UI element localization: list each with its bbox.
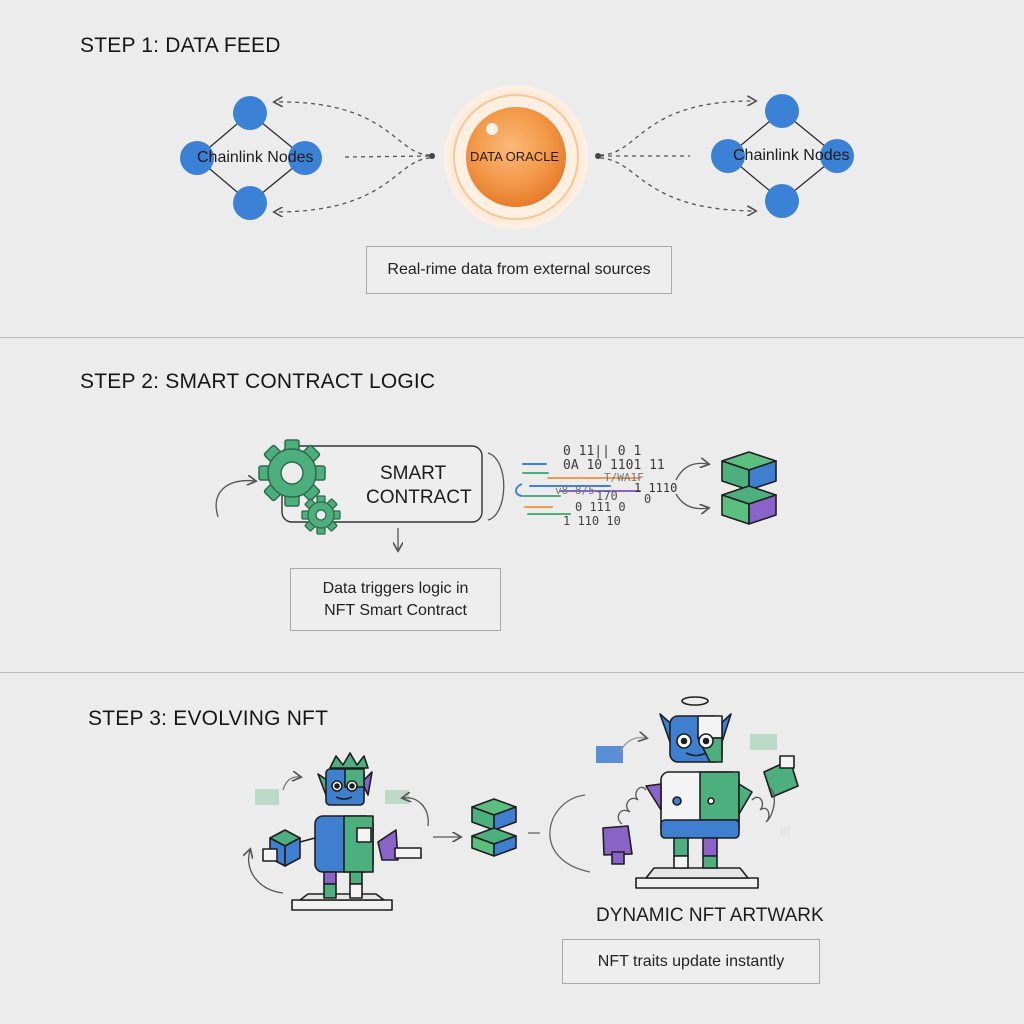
- code-line-5: 1 1110: [634, 481, 678, 495]
- code-line-3: T/WA1F: [604, 471, 644, 484]
- code-line-2: 0A 10 1101 11: [563, 458, 665, 473]
- code-line-7: 0: [644, 492, 652, 506]
- contract-label-line-1: SMART: [380, 463, 447, 484]
- right-node-right: [820, 139, 854, 173]
- robot-after-icon: [602, 696, 799, 889]
- left-node-left: [180, 141, 214, 175]
- code-line-6: 170: [596, 489, 618, 503]
- nft-block-icon: [721, 451, 777, 525]
- code-stream: [522, 463, 641, 515]
- data-feed-diagram: [180, 85, 854, 229]
- divider-2: [0, 672, 1024, 673]
- step-2-caption-line-1: Data triggers logic in: [322, 579, 469, 597]
- right-nodes-label: Chainlink Nodes: [733, 147, 850, 164]
- right-node-top: [765, 94, 799, 128]
- right-node-left: [711, 139, 745, 173]
- step-2-caption-line-2: NFT Smart Contract: [324, 601, 467, 619]
- trait-tile-5: [780, 826, 790, 836]
- right-arm-spring: [751, 787, 776, 823]
- step-1-title: STEP 1: DATA FEED: [80, 34, 281, 57]
- nft-block-transition-icon: [471, 798, 517, 857]
- step-1-caption-text: Real-rime data from external sources: [387, 261, 651, 278]
- oracle-label: DATA ORACLE: [470, 149, 560, 164]
- trait-tile-2: [385, 790, 409, 804]
- contract-label-line-2: CONTRACT: [366, 487, 472, 508]
- robot-before-icon: [262, 752, 422, 911]
- transition-arc: [549, 794, 591, 873]
- gear-small-icon: [301, 495, 341, 535]
- step-2-title: STEP 2: SMART CONTRACT LOGIC: [80, 370, 436, 393]
- step-1-caption: Real-rime data from external sources: [366, 246, 672, 294]
- left-nodes-label: Chainlink Nodes: [197, 149, 314, 166]
- code-line-1: 0 11|| 0 1: [563, 444, 642, 459]
- data-flow-arrows: [275, 101, 755, 212]
- dynamic-artwork-label: DYNAMIC NFT ARTWARK: [596, 905, 824, 926]
- code-line-8: 0 111 0: [575, 500, 626, 514]
- divider-1: [0, 337, 1024, 338]
- left-node-right: [288, 141, 322, 175]
- gear-large-icon: [258, 439, 326, 507]
- trait-tile-1: [255, 789, 279, 805]
- step-2-caption: Data triggers logic in NFT Smart Contrac…: [290, 568, 501, 631]
- step-3-title: STEP 3: EVOLVING NFT: [88, 707, 329, 730]
- cycle-arrow: [215, 481, 255, 518]
- right-node-bottom: [765, 184, 799, 218]
- left-arm-spring: [617, 786, 647, 825]
- step-3-caption: NFT traits update instantly: [562, 939, 820, 984]
- trait-tile-4: [750, 734, 777, 750]
- code-line-4: v8 8/5: [555, 484, 595, 497]
- left-node-bottom: [233, 186, 267, 220]
- code-line-9: 1 110 10: [563, 514, 621, 528]
- step-3-caption-text: NFT traits update instantly: [597, 952, 785, 970]
- smart-contract-diagram: [215, 439, 777, 680]
- trait-tile-3: [596, 746, 623, 763]
- left-node-top: [233, 96, 267, 130]
